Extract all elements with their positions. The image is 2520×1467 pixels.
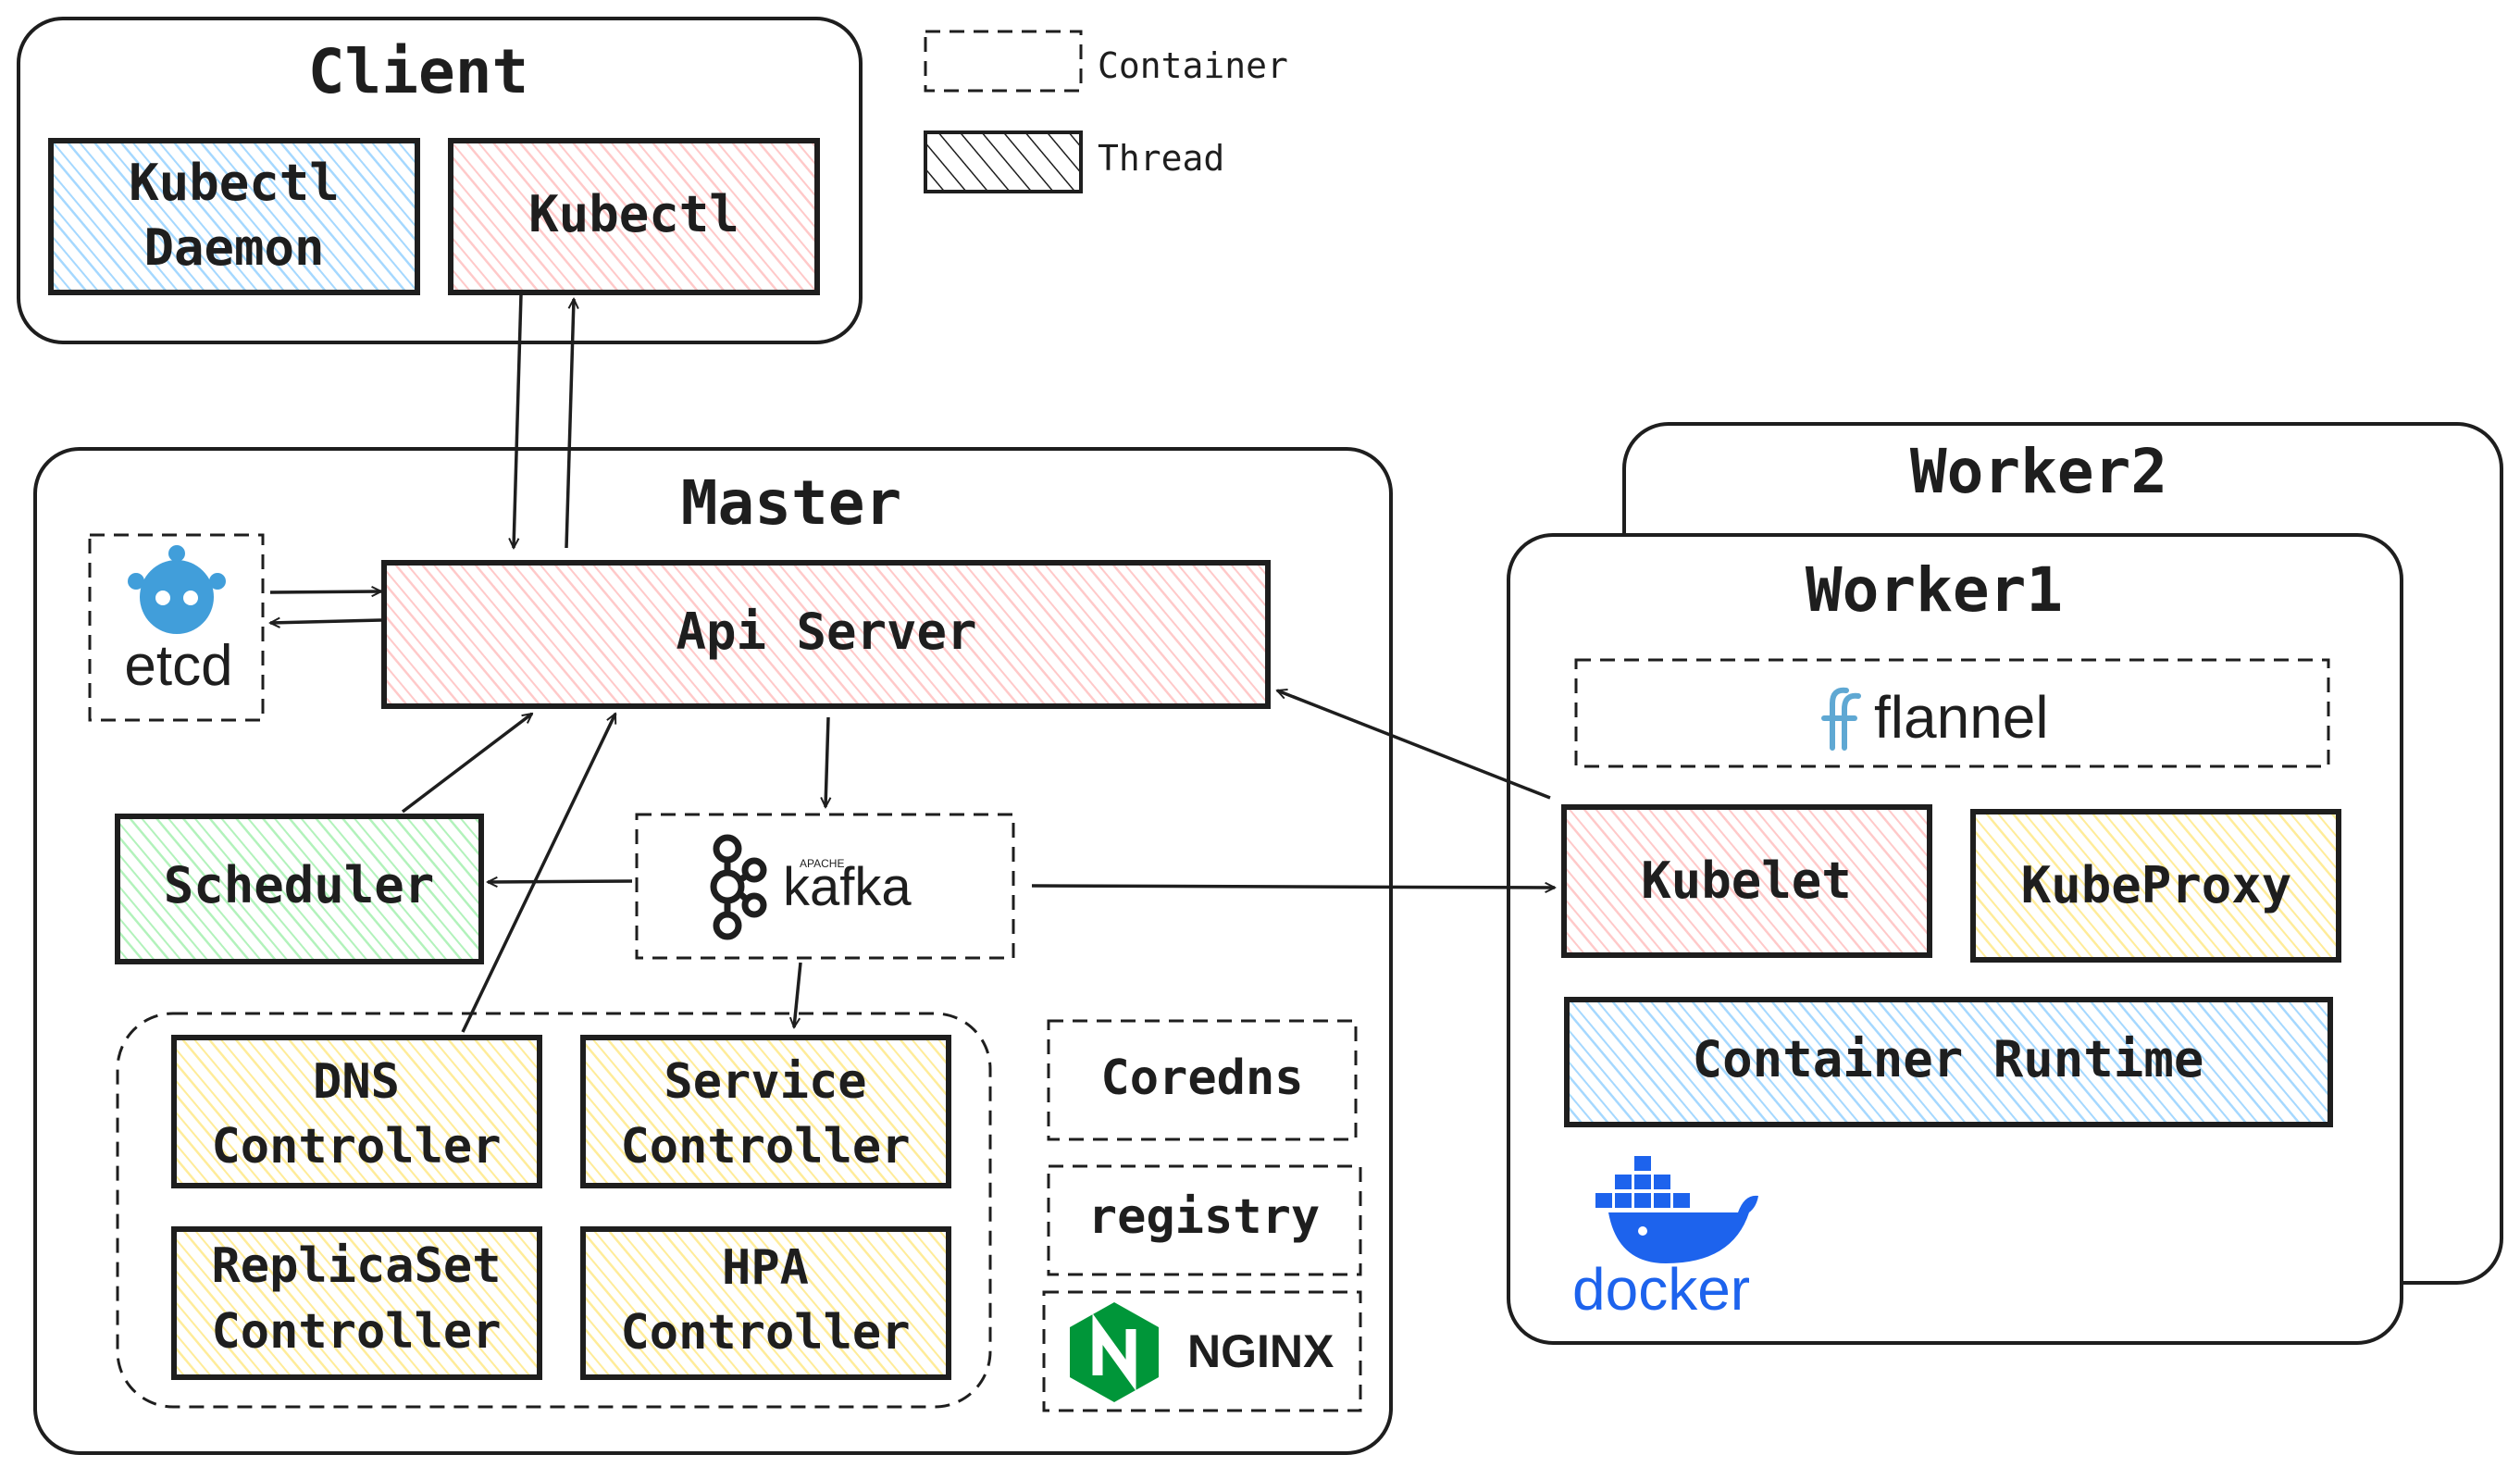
- arrow-api-server-to-kafka: [826, 716, 828, 807]
- kafka-label: kafka: [783, 857, 912, 917]
- etcd-label: etcd: [124, 634, 232, 698]
- client-title: Client: [308, 36, 528, 107]
- worker1-box: [1507, 533, 2403, 1345]
- api-server-label: Api Server: [676, 603, 976, 661]
- kafka-container: [635, 813, 1015, 960]
- legend-thread-label: Thread: [1098, 138, 1224, 179]
- kubelet-box: [1561, 804, 1932, 958]
- docker-logo-icon: [1595, 1156, 1758, 1263]
- kubectl-daemon-label-line2: Daemon: [143, 218, 324, 277]
- api-server-box: [381, 560, 1271, 709]
- arrow-kafka-to-controllers: [794, 962, 802, 1027]
- worker2-title: Worker2: [1910, 436, 2167, 507]
- client-node: Client Kubectl Daemon Kubectl: [17, 17, 863, 344]
- registry-container: [1047, 1164, 1362, 1276]
- kafka-apache-label: APACHE: [800, 857, 844, 870]
- coredns-container: [1047, 1019, 1358, 1141]
- controllers-container: [116, 1012, 992, 1409]
- scheduler-label: Scheduler: [164, 856, 435, 914]
- service-controller-box: [580, 1035, 951, 1188]
- kubeproxy-label: KubeProxy: [2021, 856, 2292, 914]
- dns-controller-label-line1: DNS: [313, 1054, 400, 1110]
- arrow-api-server-to-etcd: [270, 620, 382, 623]
- nginx-label: NGINX: [1187, 1325, 1334, 1377]
- kubectl-daemon-box: [48, 138, 420, 295]
- docker-label: docker: [1572, 1256, 1750, 1323]
- replicaset-controller-box: [171, 1226, 542, 1380]
- hpa-controller-box: [580, 1226, 951, 1380]
- replicaset-controller-label-line2: Controller: [211, 1304, 501, 1360]
- dns-controller-label-line2: Controller: [211, 1119, 501, 1175]
- kafka-logo-icon: [710, 834, 767, 940]
- etcd-logo-icon: [128, 545, 226, 634]
- kubectl-label: Kubectl: [528, 185, 739, 243]
- master-node: Master etcd Api Server Scheduler: [33, 447, 1393, 1455]
- registry-label: registry: [1088, 1189, 1320, 1245]
- arrow-kubectl-to-api-server: [514, 293, 523, 548]
- arrow-kafka-to-scheduler: [488, 881, 633, 882]
- master-title: Master: [681, 467, 901, 539]
- hpa-controller-label-line2: Controller: [620, 1305, 910, 1361]
- legend-container-swatch: [924, 30, 1083, 93]
- scheduler-box: [115, 814, 484, 964]
- legend-container-label: Container: [1098, 45, 1288, 86]
- legend: Container Thread: [924, 30, 1288, 193]
- nginx-container: [1042, 1290, 1362, 1412]
- hpa-controller-label-line1: HPA: [722, 1240, 809, 1296]
- dns-controller-box: [171, 1035, 542, 1188]
- kubeproxy-box: [1970, 809, 2341, 963]
- flannel-container: [1574, 658, 2330, 768]
- coredns-label: Coredns: [1100, 1051, 1303, 1106]
- arrow-kafka-to-kubelet: [1031, 886, 1555, 888]
- worker1-node: Worker1 flannel Kubelet KubeProxy Contai…: [1507, 533, 2403, 1345]
- flannel-logo-icon: [1821, 687, 1861, 751]
- legend-thread-swatch: [924, 131, 1083, 193]
- service-controller-label-line1: Service: [664, 1054, 866, 1110]
- kubectl-daemon-label-line1: Kubectl: [129, 154, 340, 212]
- arrow-scheduler-to-api-server: [401, 712, 532, 814]
- container-runtime-label: Container Runtime: [1693, 1030, 2204, 1088]
- flannel-label: flannel: [1874, 684, 2049, 751]
- arrow-api-server-to-kubectl: [565, 299, 574, 549]
- arrow-dns-controller-to-api-server: [461, 714, 617, 1033]
- etcd-container: [88, 533, 265, 722]
- replicaset-controller-label-line1: ReplicaSet: [211, 1238, 501, 1294]
- kubelet-label: Kubelet: [1641, 852, 1852, 910]
- nginx-logo-icon: [1070, 1302, 1159, 1402]
- worker1-title: Worker1: [1806, 554, 2063, 626]
- service-controller-label-line2: Controller: [620, 1119, 910, 1175]
- arrow-kubelet-to-api-server: [1277, 690, 1551, 800]
- kubectl-box: [448, 138, 820, 295]
- connectors: [269, 293, 1555, 1033]
- arrow-etcd-to-api-server: [269, 591, 381, 592]
- container-runtime-box: [1564, 997, 2333, 1127]
